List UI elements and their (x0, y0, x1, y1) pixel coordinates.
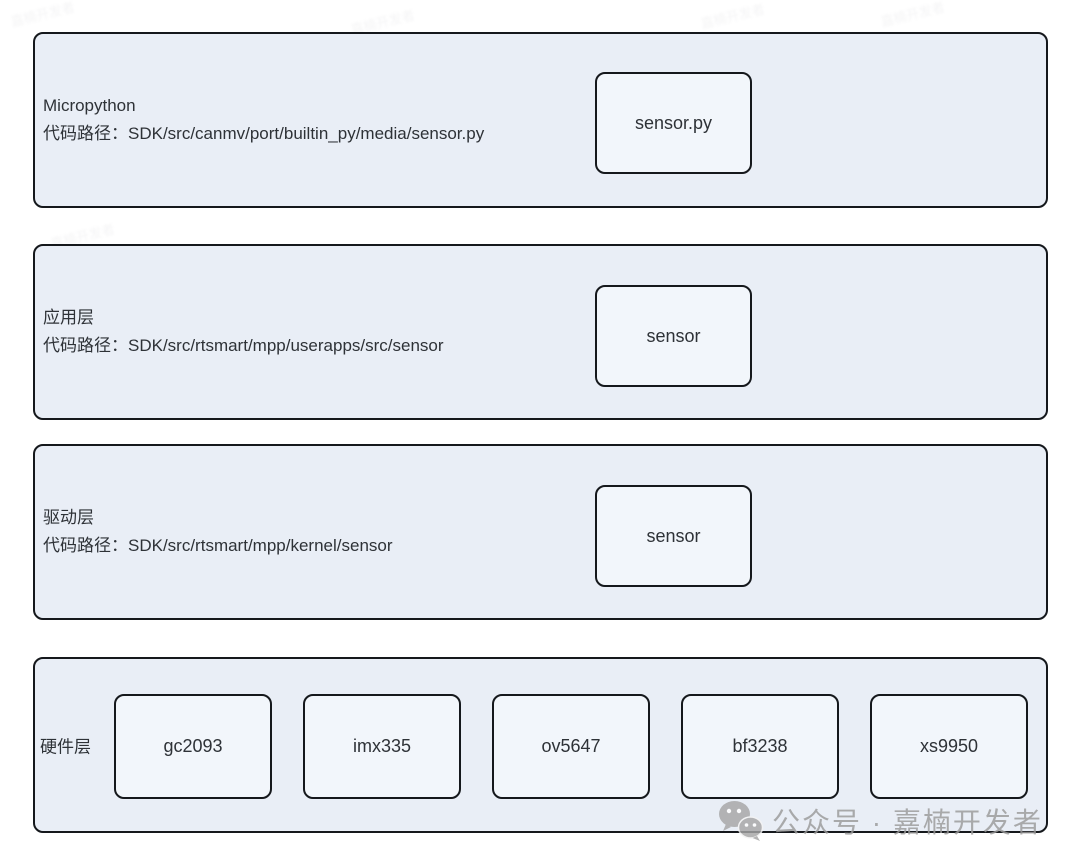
node-sensor-kernel: sensor (595, 485, 752, 587)
faint-watermark: 嘉楠开发者 (9, 0, 77, 30)
chip-ov5647: ov5647 (492, 694, 650, 799)
layer-code-path: 代码路径：SDK/src/canmv/port/builtin_py/media… (43, 124, 485, 143)
layer-driver-label: 驱动层 代码路径：SDK/src/rtsmart/mpp/kernel/sens… (43, 504, 393, 560)
layer-title: 应用层 (43, 308, 94, 327)
layer-application-label: 应用层 代码路径：SDK/src/rtsmart/mpp/userapps/sr… (43, 304, 444, 360)
chip-label: xs9950 (919, 736, 979, 756)
layer-application: 应用层 代码路径：SDK/src/rtsmart/mpp/userapps/sr… (33, 244, 1048, 420)
layer-title: Micropython (43, 96, 136, 115)
hardware-chips-row: gc2093 imx335 ov5647 bf3238 xs9950 (114, 694, 1028, 799)
layer-micropython-label: Micropython 代码路径：SDK/src/canmv/port/buil… (43, 92, 484, 148)
chip-label: ov5647 (541, 736, 601, 756)
layer-micropython: Micropython 代码路径：SDK/src/canmv/port/buil… (33, 32, 1048, 208)
account-watermark-text: 公众号 · 嘉楠开发者 (772, 807, 1043, 838)
wechat-icon (718, 800, 764, 842)
account-watermark: 公众号 · 嘉楠开发者 (718, 800, 1043, 842)
chip-xs9950: xs9950 (870, 694, 1028, 799)
chip-imx335: imx335 (303, 694, 461, 799)
faint-watermark: 嘉楠开发者 (699, 1, 767, 32)
layer-hardware: 硬件层 gc2093 imx335 ov5647 bf3238 xs9950 (33, 657, 1048, 833)
node-label: sensor (646, 525, 701, 546)
layer-code-path: 代码路径：SDK/src/rtsmart/mpp/kernel/sensor (43, 536, 393, 555)
chip-label: bf3238 (732, 736, 788, 756)
node-label: sensor.py (634, 112, 713, 133)
faint-watermark: 嘉楠开发者 (879, 0, 947, 30)
layer-title: 驱动层 (43, 508, 94, 527)
node-label: sensor (646, 325, 701, 346)
layer-driver: 驱动层 代码路径：SDK/src/rtsmart/mpp/kernel/sens… (33, 444, 1048, 620)
layer-code-path: 代码路径：SDK/src/rtsmart/mpp/userapps/src/se… (43, 336, 444, 355)
chip-label: gc2093 (163, 736, 223, 756)
chip-label: imx335 (352, 736, 412, 756)
node-sensor-userapp: sensor (595, 285, 752, 387)
chip-bf3238: bf3238 (681, 694, 839, 799)
node-sensor-py: sensor.py (595, 72, 752, 174)
chip-gc2093: gc2093 (114, 694, 272, 799)
layer-hardware-label: 硬件层 (40, 737, 91, 757)
